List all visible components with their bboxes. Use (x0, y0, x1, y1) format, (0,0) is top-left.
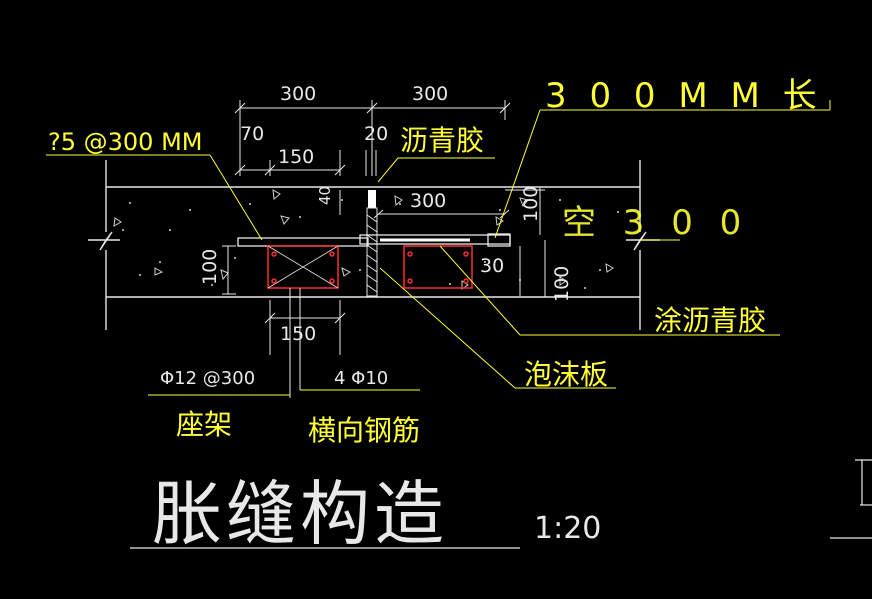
label-foam-board: 泡沫板 (524, 358, 608, 391)
dimension-lines (222, 100, 546, 398)
label-4phi10: 4 Φ10 (334, 368, 388, 389)
dim-40: 40 (316, 186, 334, 205)
label-asphalt-glue: 沥青胶 (400, 124, 484, 157)
dim-100-right: 100 (520, 186, 542, 222)
label-phi12: Φ12 @300 (160, 368, 255, 389)
slab-outline (88, 160, 660, 330)
label-coat-asphalt: 涂沥青胶 (654, 304, 766, 337)
title-underline (130, 459, 872, 549)
dowel-bar (237, 233, 511, 247)
dim-30: 30 (480, 255, 504, 277)
dim-300-mid: 300 (410, 190, 446, 212)
drawing-scale: 1:20 (534, 511, 601, 546)
dim-150-top: 150 (278, 146, 314, 168)
rebar-cage-right (403, 245, 473, 289)
label-300mm-long: 3 0 0 M M 长 (545, 76, 823, 116)
dim-100-right-low: 100 (551, 266, 573, 302)
drawing-title: 胀缝构造 (152, 473, 448, 555)
dim-100-left: 100 (199, 249, 221, 285)
dim-top-right-300: 300 (412, 83, 448, 105)
label-dowel-spec: ?5 @300 MM (48, 128, 203, 156)
dim-150-bottom: 150 (280, 323, 316, 345)
dim-70: 70 (240, 123, 264, 145)
leader-lines (46, 100, 831, 396)
rebar-cage-left (267, 245, 339, 289)
dim-20: 20 (364, 123, 388, 145)
label-transverse-rebar: 横向钢筋 (308, 414, 420, 447)
asphalt-glue-strip (368, 190, 376, 208)
dim-top-left-300: 300 (280, 83, 316, 105)
label-seat-frame: 座架 (176, 408, 232, 441)
label-right-partial: 空 3 0 0 (562, 203, 749, 243)
foam-board (366, 207, 378, 297)
